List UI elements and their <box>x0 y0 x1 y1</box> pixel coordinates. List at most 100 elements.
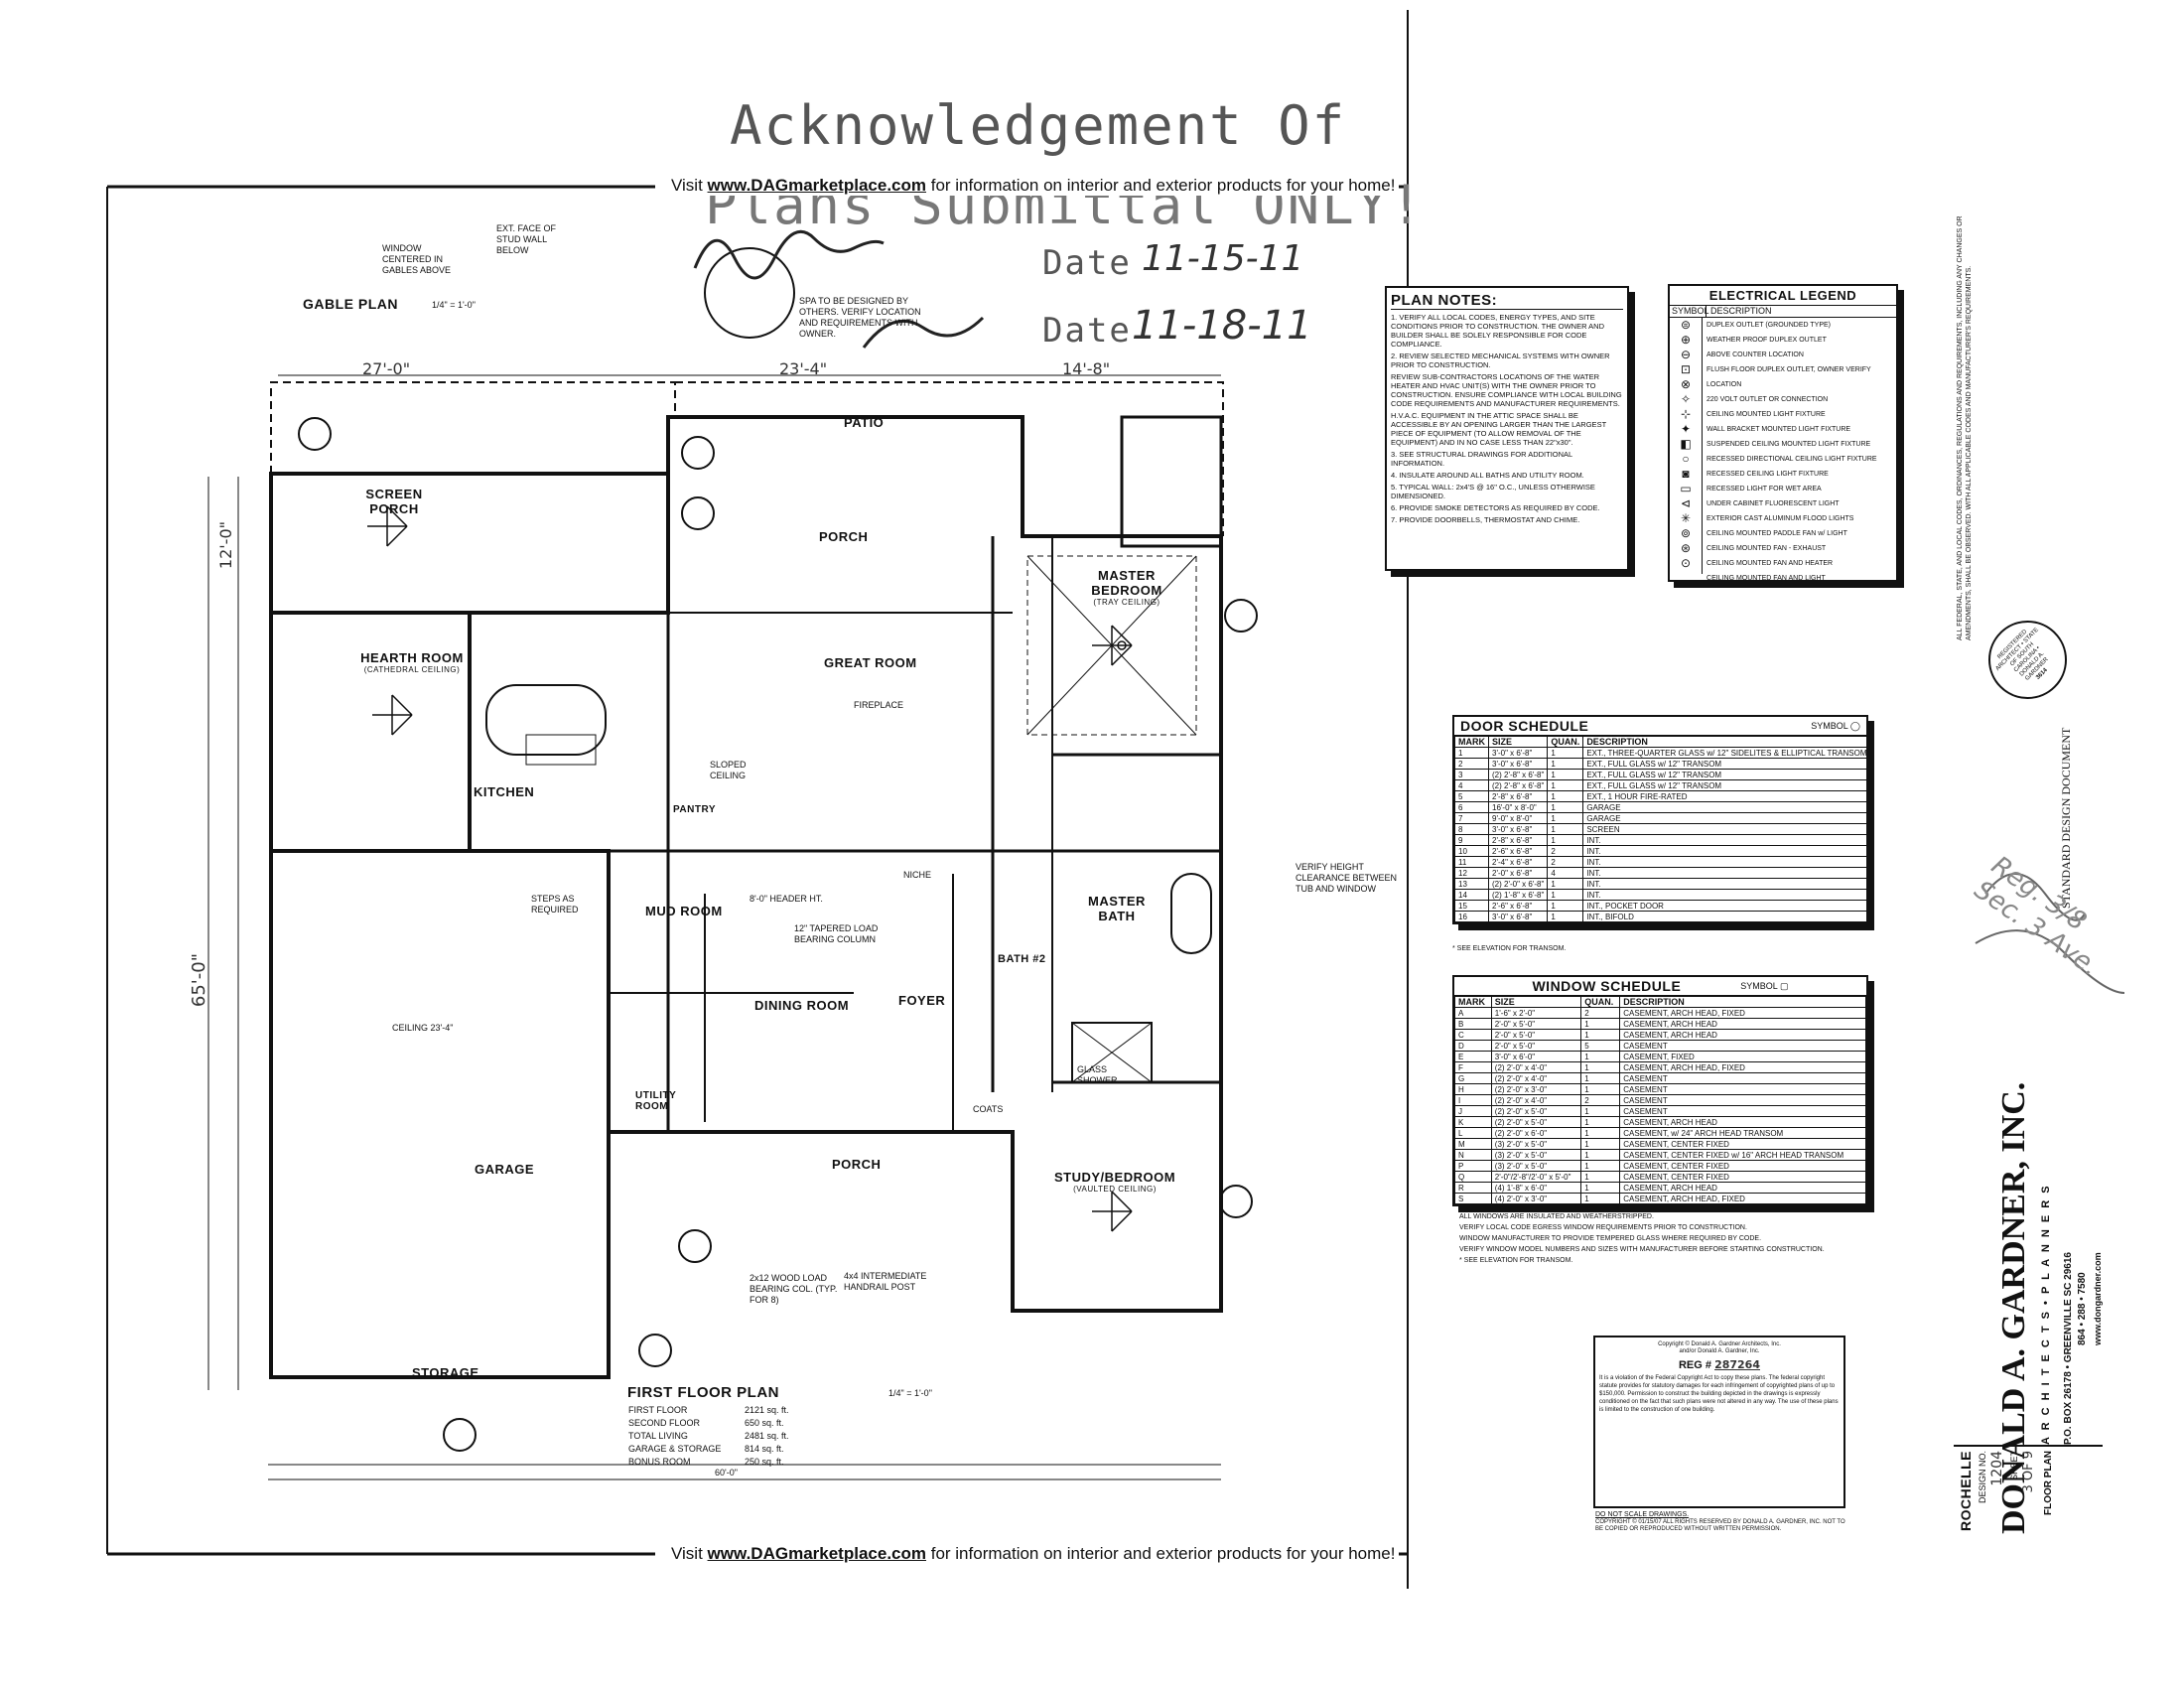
door-size: 3'-0" x 6'-8" <box>1487 758 1549 770</box>
weatherproof-outlet-icon: ⊕ <box>1680 333 1692 347</box>
window-note: * SEE ELEVATION FOR TRANSOM. <box>1459 1257 1573 1264</box>
note-coats: COATS <box>973 1104 1004 1114</box>
door-size: (2) 2'-0" x 6'-8" <box>1487 878 1549 890</box>
flood-light-icon: ⊲ <box>1680 496 1692 510</box>
do-not-scale: DO NOT SCALE DRAWINGS. <box>1595 1511 1690 1518</box>
spa-note: SPA TO BE DESIGNED BY OTHERS. VERIFY LOC… <box>799 296 921 339</box>
door-quan: 4 <box>1547 867 1584 879</box>
banner-link[interactable]: www.DAGmarketplace.com <box>707 1544 926 1563</box>
window-size: 3'-0" x 6'-0" <box>1490 1051 1582 1062</box>
window-quan: 1 <box>1580 1072 1621 1084</box>
reg-value: 287264 <box>1714 1358 1760 1371</box>
legend-item: WEATHER PROOF DUPLEX OUTLET <box>1706 337 1827 344</box>
plan-note: 7. PROVIDE DOORBELLS, THERMOSTAT AND CHI… <box>1391 515 1580 524</box>
plan-notes-box: PLAN NOTES: 1. VERIFY ALL LOCAL CODES, E… <box>1385 286 1629 571</box>
window-quan: 2 <box>1580 1094 1621 1106</box>
door-size: 16'-0" x 8'-0" <box>1487 801 1549 813</box>
door-quan: 1 <box>1547 790 1584 802</box>
area-label: FIRST FLOOR <box>628 1405 688 1415</box>
legend-col-symbol: SYMBOL <box>1672 306 1709 317</box>
window-description: CASEMENT <box>1619 1094 1866 1106</box>
window-col-quan: QUAN. <box>1580 996 1621 1008</box>
firm-address: P.O. BOX 26178 • GREENVILLE SC 29616 <box>2063 1252 2074 1445</box>
door-mark: 10 <box>1454 845 1489 857</box>
banner-suffix: for information on interior and exterior… <box>926 1544 1396 1563</box>
door-size: 2'-8" x 6'-8" <box>1487 834 1549 846</box>
door-col-mark: MARK <box>1454 736 1489 748</box>
window-mark: K <box>1454 1116 1492 1128</box>
banner-suffix: for information on interior and exterior… <box>926 176 1396 195</box>
door-size: 9'-0" x 8'-0" <box>1487 812 1549 824</box>
window-mark: G <box>1454 1072 1492 1084</box>
door-schedule-symbol: SYMBOL ◯ <box>1811 718 1860 734</box>
door-size: 2'-8" x 6'-8" <box>1487 790 1549 802</box>
note-garage-ceiling: CEILING 23'-4" <box>392 1023 454 1033</box>
area-value: 2121 sq. ft. <box>745 1405 789 1415</box>
plan-notes-list: 1. VERIFY ALL LOCAL CODES, ENERGY TYPES,… <box>1391 313 1623 524</box>
design-no-label: DESIGN NO. <box>1978 1451 1987 1504</box>
window-description: CASEMENT, CENTER FIXED <box>1619 1171 1866 1183</box>
legend-item: SUSPENDED CEILING MOUNTED LIGHT FIXTURE <box>1706 441 1871 448</box>
window-size: (2) 2'-0" x 5'-0" <box>1490 1116 1582 1128</box>
room-mud-room: MUD ROOM <box>645 904 723 918</box>
legend-descriptions: DUPLEX OUTLET (GROUNDED TYPE) WEATHER PR… <box>1703 318 1896 586</box>
door-size: 2'-6" x 6'-8" <box>1487 845 1549 857</box>
note-fireplace: FIREPLACE <box>854 700 904 710</box>
door-description: INT. <box>1582 845 1871 857</box>
door-size: (2) 2'-8" x 6'-8" <box>1487 769 1549 780</box>
window-quan: 1 <box>1580 1061 1621 1073</box>
room-garage: GARAGE <box>475 1162 535 1177</box>
door-quan: 2 <box>1547 845 1584 857</box>
area-value: 814 sq. ft. <box>745 1444 784 1454</box>
window-quan: 2 <box>1580 1007 1621 1019</box>
banner-prefix: Visit <box>671 1544 708 1563</box>
window-description: CASEMENT, ARCH HEAD, FIXED <box>1619 1007 1866 1019</box>
room-dining-room: DINING ROOM <box>754 998 850 1013</box>
window-quan: 1 <box>1580 1138 1621 1150</box>
door-col-quan: QUAN. <box>1547 736 1584 748</box>
door-description: SCREEN <box>1582 823 1871 835</box>
window-description: CASEMENT, w/ 24" ARCH HEAD TRANSOM <box>1619 1127 1866 1139</box>
acknowledgement-stamp-line1: Acknowledgement Of <box>730 94 1347 157</box>
door-mark: 12 <box>1454 867 1489 879</box>
fan-heater-icon: ⊛ <box>1680 541 1692 555</box>
legend-symbols: ⊜ ⊕ ⊖ ⊡ ⊗ ✧ ⊹ ✦ ◧ ○ ◙ ▭ ⊲ ✳ ⊚ ⊛ ⊙ <box>1670 318 1704 574</box>
door-quan: 1 <box>1547 758 1584 770</box>
door-description: EXT., FULL GLASS w/ 12" TRANSOM <box>1582 758 1871 770</box>
door-description: INT. <box>1582 856 1871 868</box>
banner-link[interactable]: www.DAGmarketplace.com <box>707 176 926 195</box>
window-size: (2) 2'-0" x 6'-0" <box>1490 1127 1582 1139</box>
window-quan: 1 <box>1580 1171 1621 1183</box>
door-description: INT. <box>1582 878 1871 890</box>
door-description: INT., POCKET DOOR <box>1582 900 1871 912</box>
plan-note: 3. SEE STRUCTURAL DRAWINGS FOR ADDITIONA… <box>1391 450 1572 468</box>
window-quan: 5 <box>1580 1040 1621 1052</box>
legend-item: RECESSED CEILING LIGHT FIXTURE <box>1706 471 1829 478</box>
door-description: INT., BIFOLD <box>1582 911 1871 922</box>
reg-label: REG # <box>1678 1359 1711 1371</box>
room-porch-front: PORCH <box>832 1157 882 1172</box>
room-foyer: FOYER <box>898 993 946 1008</box>
legend-item: UNDER CABINET FLUORESCENT LIGHT <box>1706 500 1840 507</box>
copyright-line2: and/or Donald A. Gardner, Inc. <box>1679 1348 1760 1354</box>
door-size: 3'-0" x 6'-8" <box>1487 823 1549 835</box>
window-quan: 1 <box>1580 1051 1621 1062</box>
recessed-light-icon: ○ <box>1682 452 1690 466</box>
window-mark: H <box>1454 1083 1492 1095</box>
